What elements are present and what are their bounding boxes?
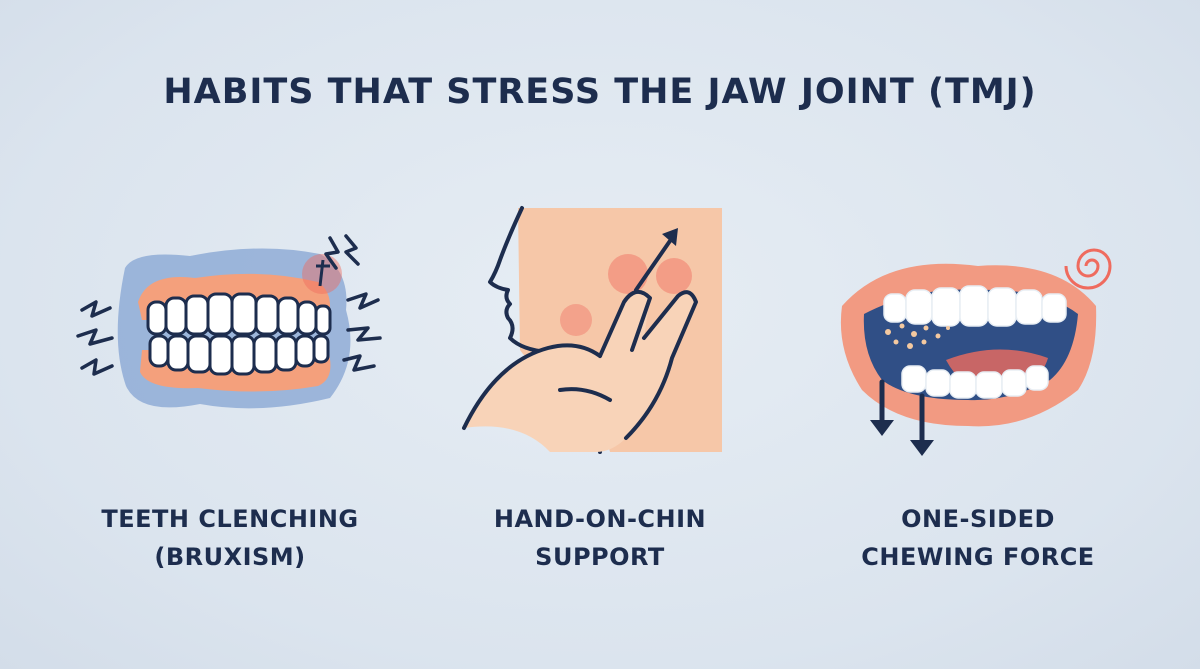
page-title: HABITS THAT STRESS THE JAW JOINT (TMJ)	[163, 72, 1037, 112]
caption-line-2: SUPPORT	[535, 543, 665, 571]
clenched-teeth-icon	[76, 234, 382, 409]
caption-line-2: (BRUXISM)	[154, 543, 306, 571]
habit-caption-clenching: TEETH CLENCHING (BRUXISM)	[30, 500, 430, 576]
one-sided-chewing-icon	[840, 248, 1112, 456]
habit-card-one-sided-chewing: ONE-SIDED CHEWING FORCE	[778, 190, 1178, 610]
habit-caption-hand-on-chin: HAND-ON-CHIN SUPPORT	[400, 500, 800, 576]
caption-line-2: CHEWING FORCE	[861, 543, 1095, 571]
caption-line-1: ONE-SIDED	[901, 505, 1055, 533]
habit-card-hand-on-chin: HAND-ON-CHIN SUPPORT	[400, 190, 800, 610]
caption-line-1: TEETH CLENCHING	[101, 505, 359, 533]
caption-line-1: HAND-ON-CHIN	[493, 505, 707, 533]
hand-on-chin-icon	[462, 206, 722, 454]
habit-caption-one-sided-chewing: ONE-SIDED CHEWING FORCE	[778, 500, 1178, 576]
habit-card-clenching: TEETH CLENCHING (BRUXISM)	[30, 190, 430, 610]
